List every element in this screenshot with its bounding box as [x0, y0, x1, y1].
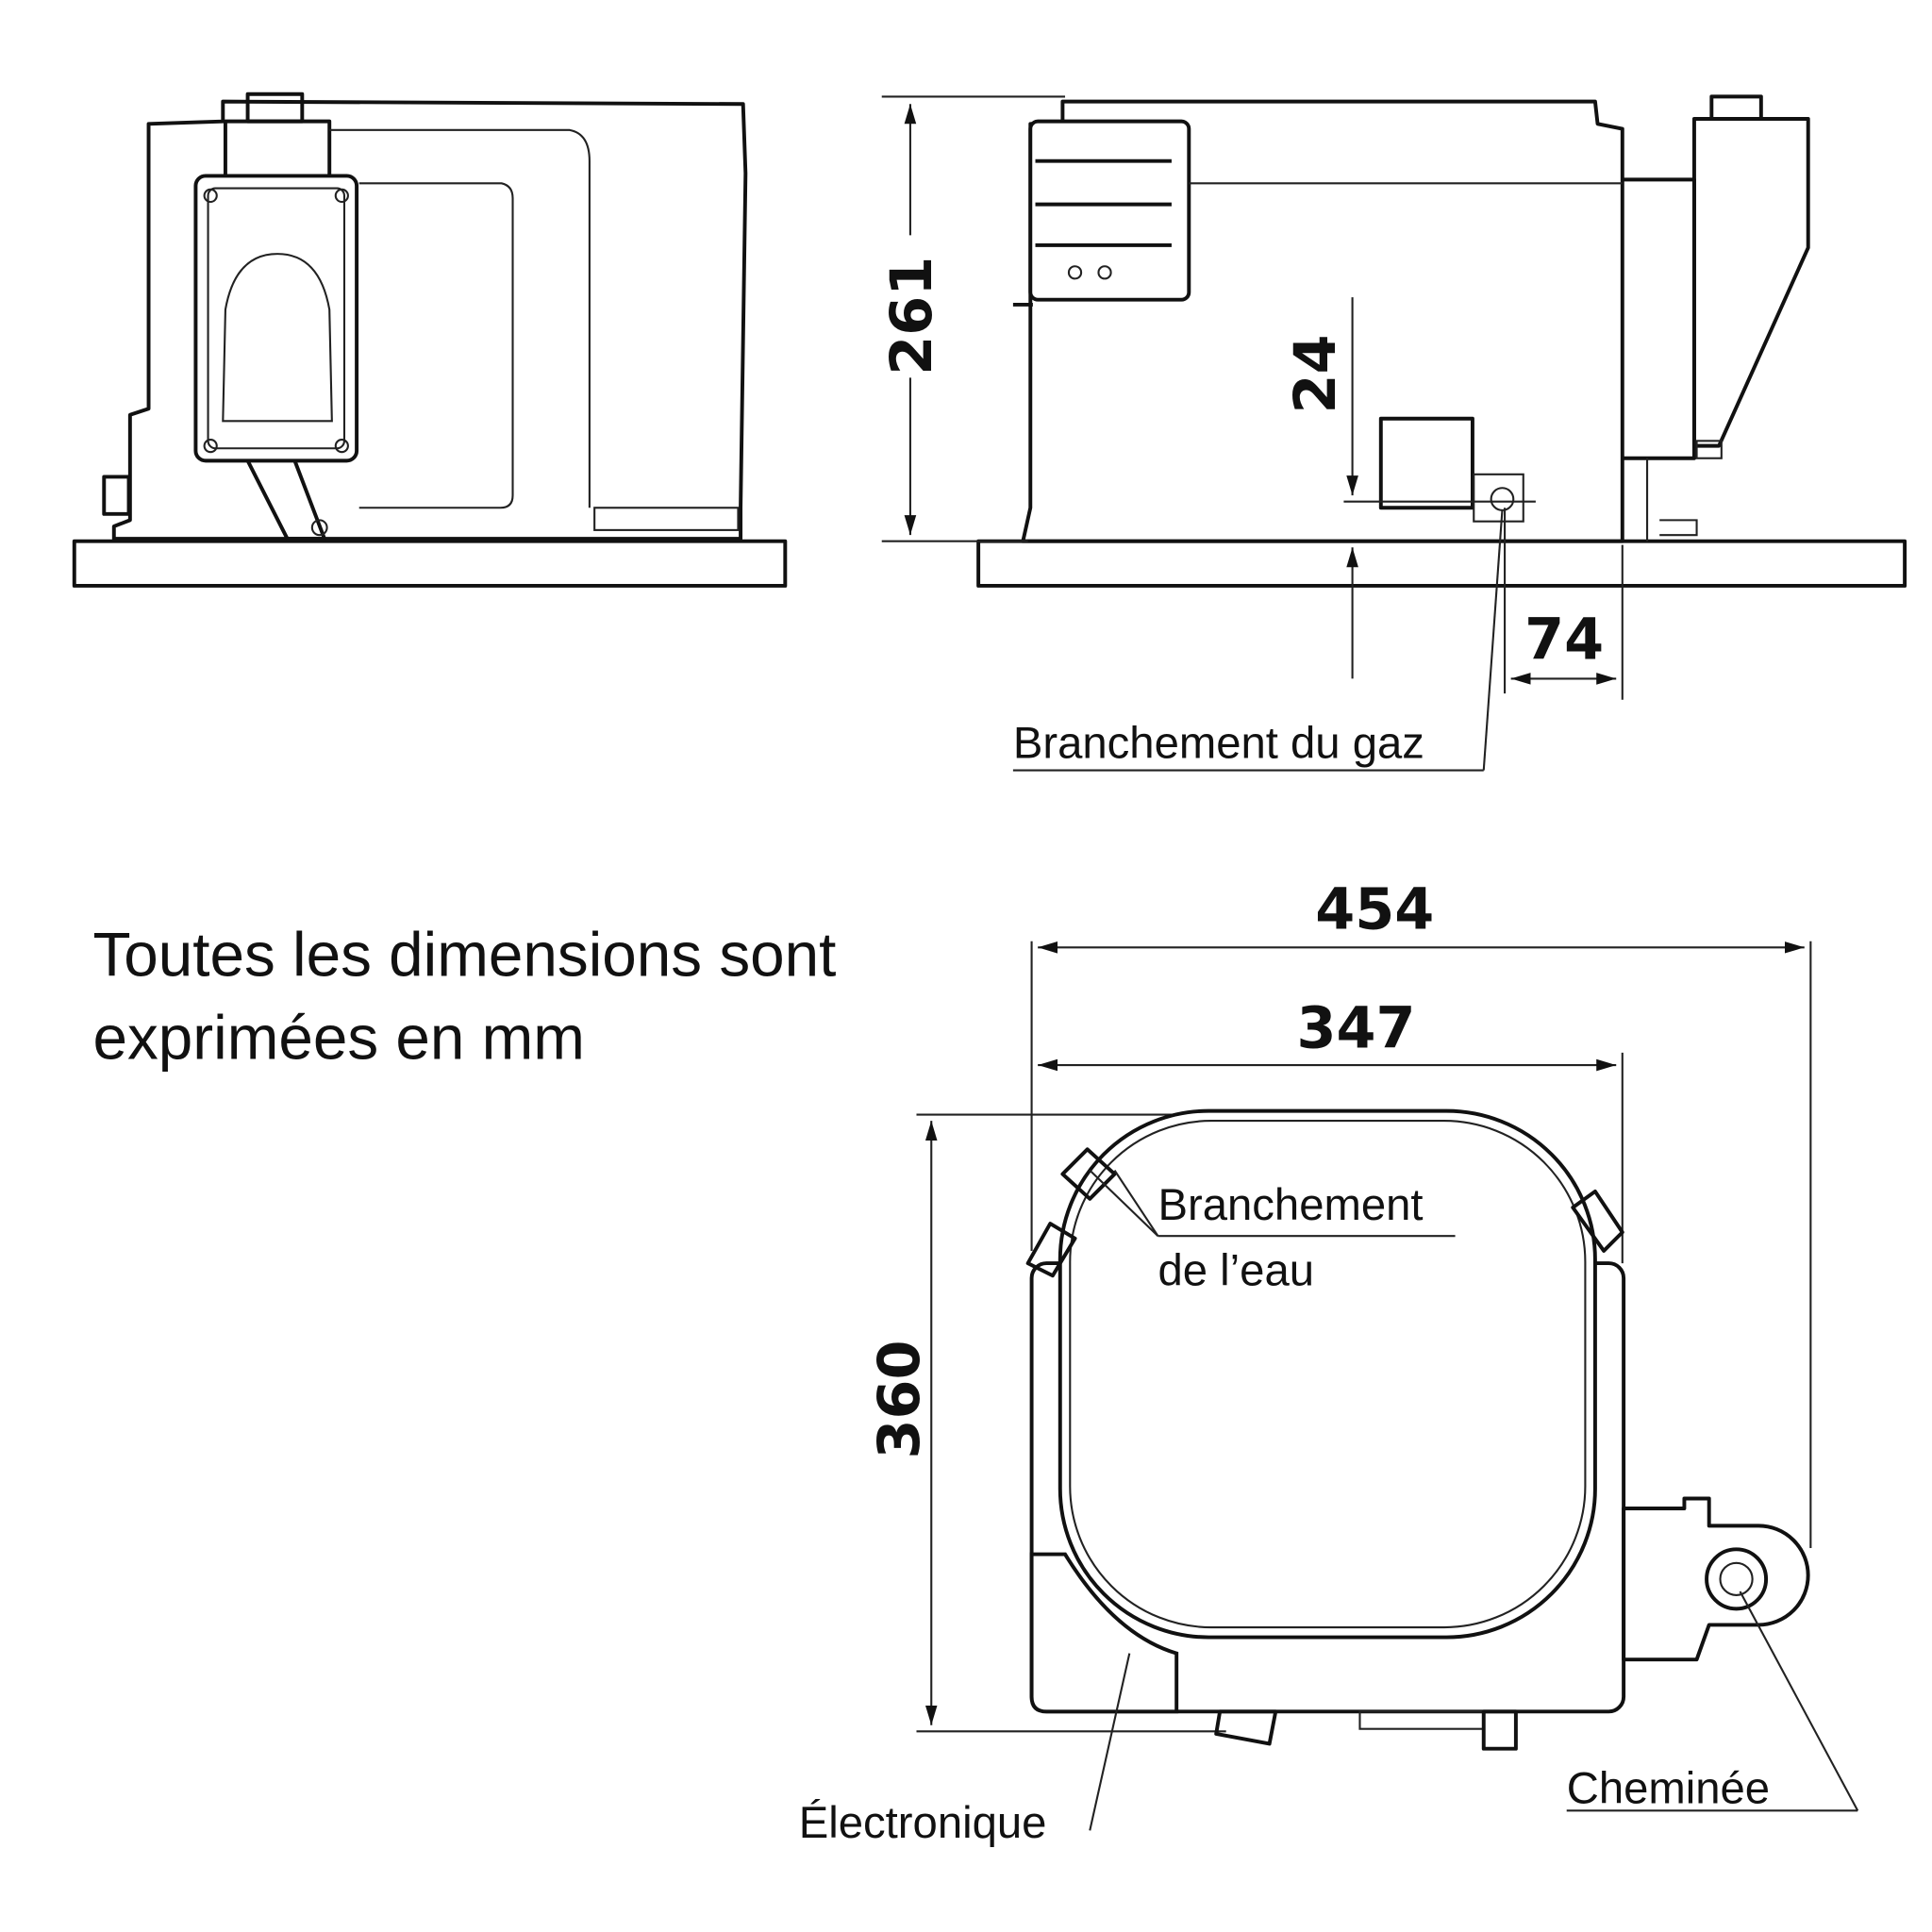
water-connection-label-line2: de l’eau: [1158, 1246, 1314, 1296]
body-width-dimension: 347: [1297, 996, 1416, 1062]
floor-board: [72, 539, 788, 588]
front-view: [72, 92, 788, 588]
vent-opening: [222, 253, 333, 423]
gas-block: [1378, 416, 1474, 510]
top-lid: [1058, 1108, 1597, 1640]
side-view: 261 24 74 Branchement du gaz: [879, 94, 1907, 772]
gas-connection-label: Branchement du gaz: [1013, 718, 1424, 768]
electronics-label: Électronique: [799, 1798, 1047, 1848]
floor-board: [976, 539, 1907, 588]
units-note-line1: Toutes les dimensions sont: [92, 921, 836, 990]
total-width-dimension: 454: [1315, 877, 1434, 943]
chimney-duct: [1622, 177, 1696, 460]
gas-connector: [1490, 487, 1515, 511]
side-body: [1021, 99, 1624, 543]
chimney-label: Cheminée: [1567, 1763, 1770, 1813]
control-panel: [1028, 119, 1191, 302]
water-connection-label-line1: Branchement: [1158, 1180, 1423, 1230]
electronics-box: [1029, 1552, 1179, 1714]
front-panel: [193, 174, 359, 463]
chimney: [1622, 1496, 1810, 1662]
gas-height-dimension: 24: [1283, 334, 1349, 413]
front-body: [111, 99, 748, 541]
depth-dimension: 360: [867, 1340, 933, 1458]
top-fitting: [245, 92, 305, 124]
height-dimension: 261: [879, 257, 945, 375]
units-note-line2: exprimées en mm: [92, 1003, 585, 1072]
top-view: 454 347 360 Branchement de l’eau Cheminé…: [799, 877, 1859, 1848]
gas-side-dimension: 74: [1524, 607, 1604, 673]
